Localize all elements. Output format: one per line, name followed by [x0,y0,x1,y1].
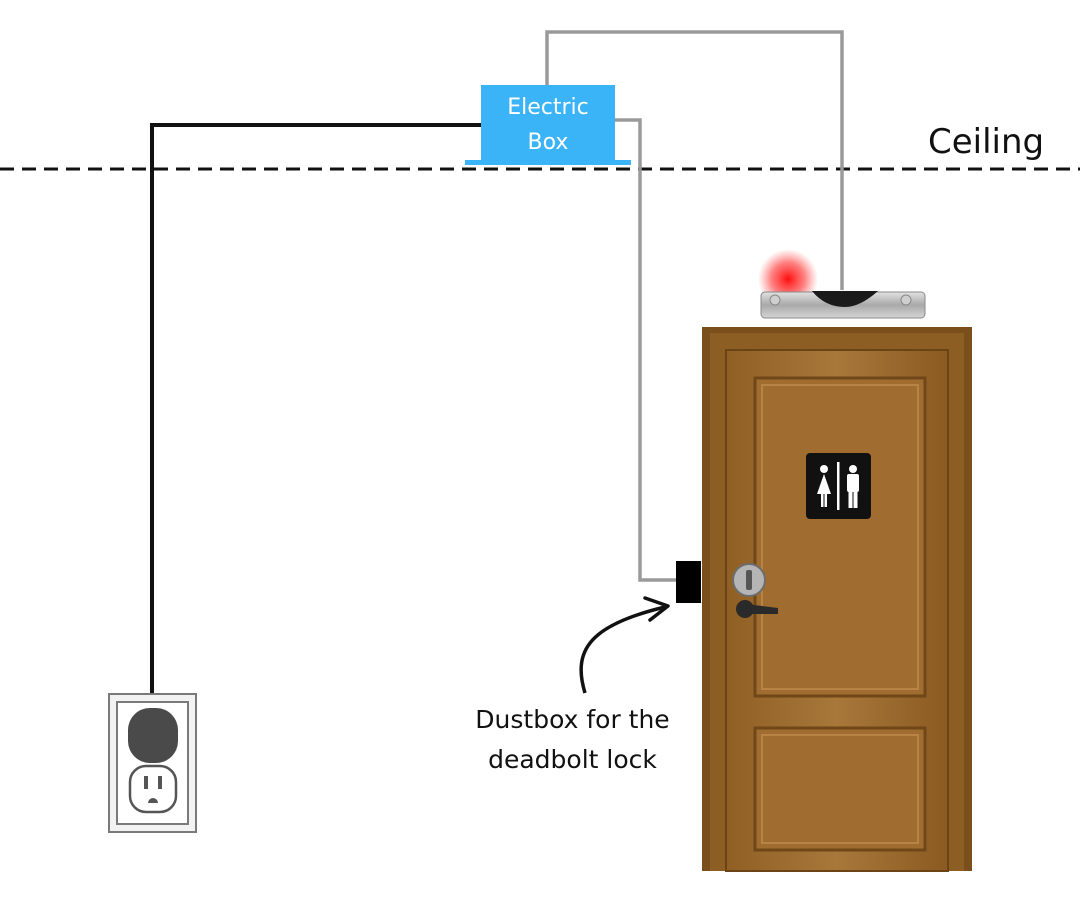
pointer-arrow [579,596,670,694]
electric-box-label-line2: Box [527,130,569,155]
deadbolt-lock-icon [732,563,778,618]
dustbox [676,561,701,603]
electric-box [465,85,631,165]
dustbox-label: Dustbox for the deadbolt lock [450,700,695,780]
dustbox-label-line1: Dustbox for the [475,705,670,734]
power-wire [150,123,482,700]
restroom-sign-icon [806,453,871,519]
electric-box-label: Electric Box [481,90,615,160]
door-sensor-icon [758,249,926,319]
power-outlet-icon [108,693,197,833]
electric-box-label-line1: Electric [507,95,589,120]
sensor-wire [545,30,844,290]
lock-wire [615,118,678,582]
ceiling-label: Ceiling [928,122,1045,162]
door [702,327,972,872]
dustbox-label-line2: deadbolt lock [488,745,657,774]
